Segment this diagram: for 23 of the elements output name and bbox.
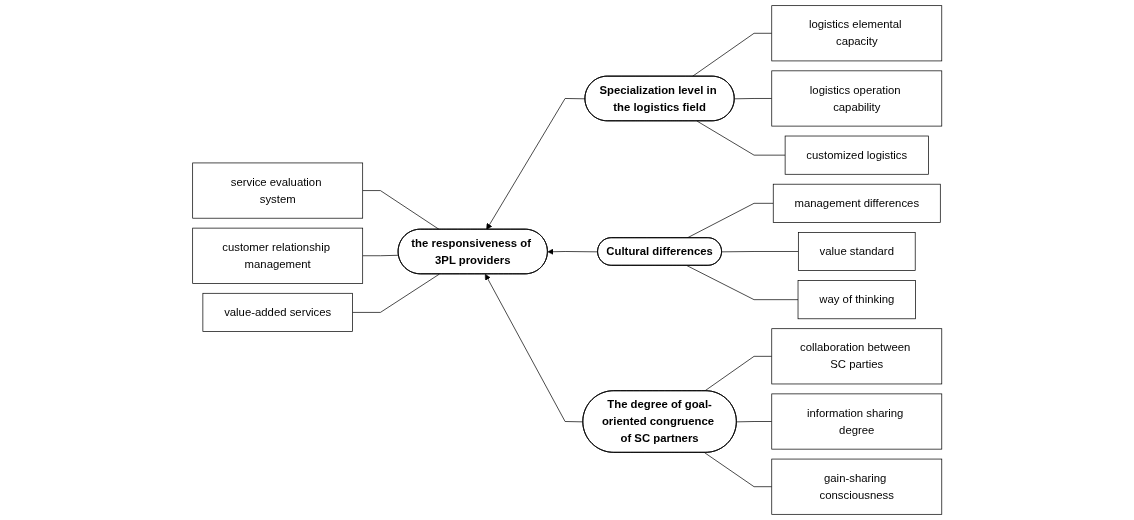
node-box: information sharing degree: [771, 393, 942, 450]
connector: [686, 265, 799, 300]
node-box: customized logistics: [784, 135, 929, 175]
connector: [696, 120, 786, 156]
connector: [362, 190, 440, 230]
connector: [362, 254, 399, 257]
node-box: gain-sharing consciousness: [771, 458, 942, 515]
node-box: logistics operation capability: [771, 70, 942, 127]
connector: [721, 251, 799, 253]
node-box: logistics elemental capacity: [771, 5, 942, 62]
connector: [351, 273, 440, 313]
node-box: value standard: [797, 232, 916, 271]
connector: [704, 452, 772, 488]
connector: [733, 98, 772, 100]
node-box: service evaluation system: [192, 162, 363, 219]
node-box: management differences: [772, 183, 941, 223]
node-box: value-added services: [202, 292, 353, 332]
node-box: customer relationship management: [192, 227, 363, 284]
connector: [691, 32, 772, 77]
node-box: way of thinking: [797, 280, 916, 320]
node-box: collaboration between SC parties: [771, 328, 942, 385]
connector: [704, 356, 772, 392]
connector: [736, 421, 772, 423]
